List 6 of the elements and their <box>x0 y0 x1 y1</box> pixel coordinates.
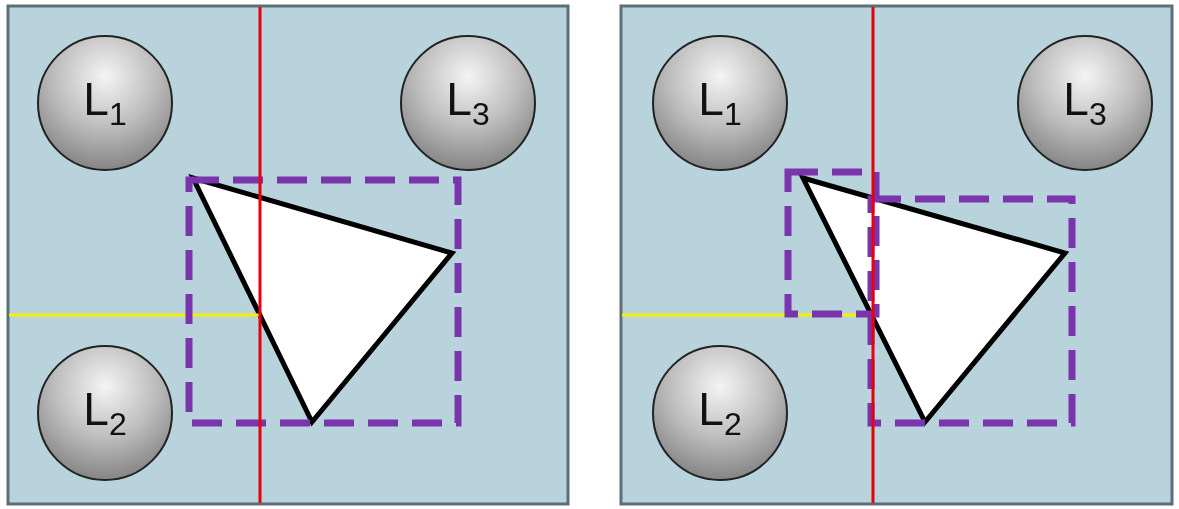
node-label: L$_{1}$ <box>83 72 127 134</box>
node-label: L$_{2}$ <box>698 382 742 444</box>
node-label: L$_{2}$ <box>83 382 127 444</box>
node-label: L$_{1}$ <box>698 72 742 134</box>
node-label: L$_{3}$ <box>446 72 490 134</box>
node-label: L$_{3}$ <box>1063 72 1107 134</box>
